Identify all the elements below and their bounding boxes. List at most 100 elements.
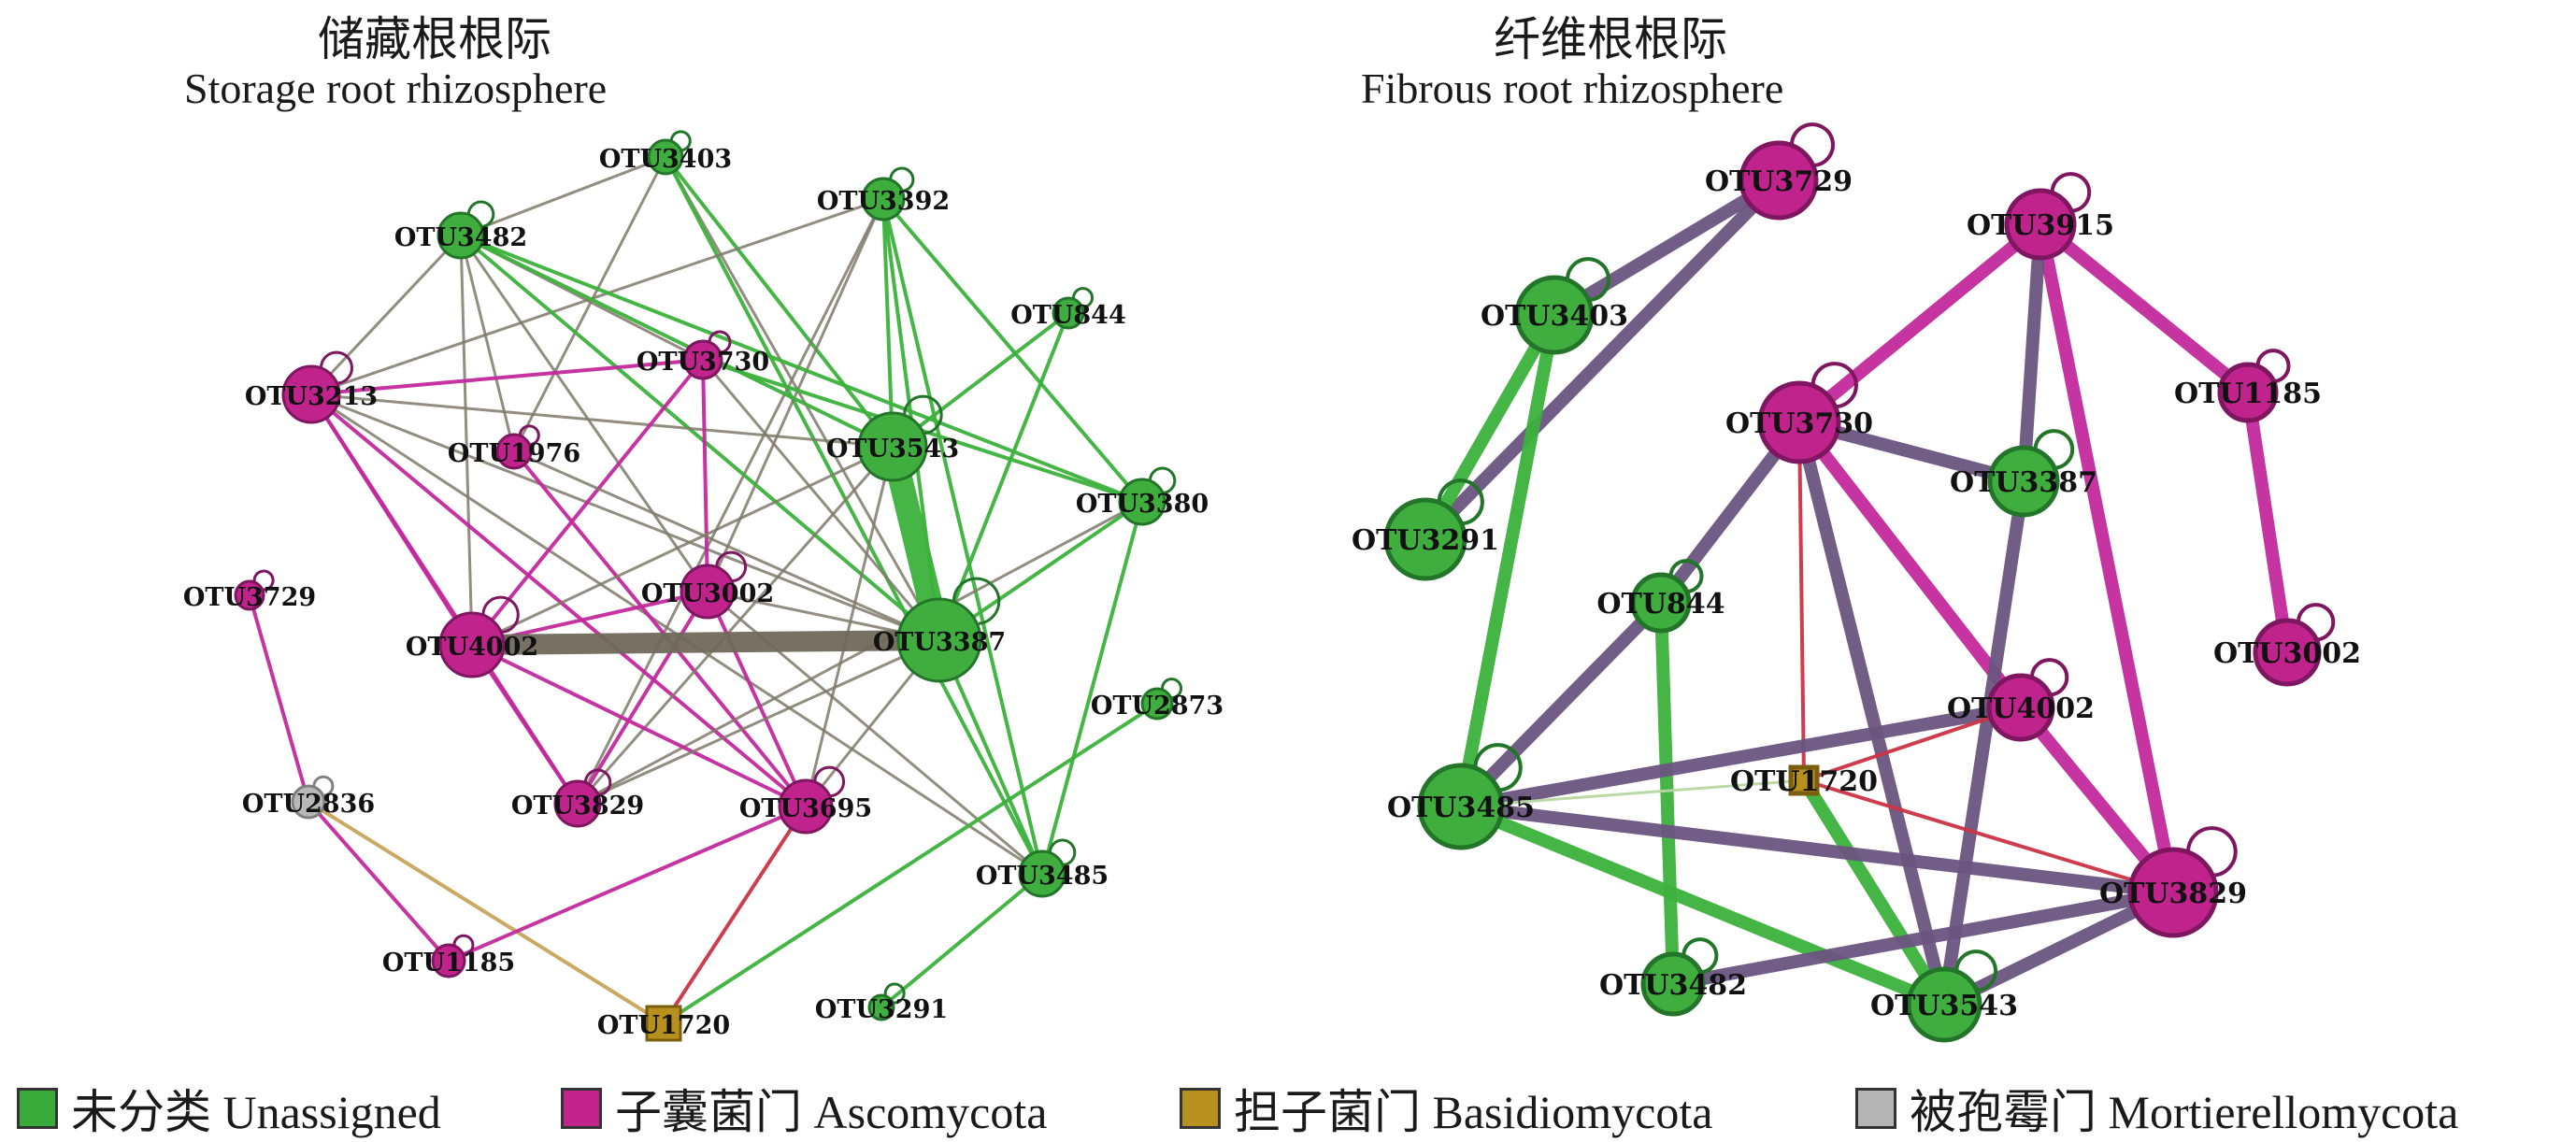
node-label: OTU1976	[448, 439, 580, 468]
edge-otu3730-otu4002	[470, 358, 705, 647]
edge-otu3730-otu4002	[1793, 416, 2027, 714]
node-otu2873: OTU2873	[1091, 678, 1224, 721]
node-label: OTU3002	[641, 579, 774, 608]
edge-otu3915-otu1185	[2034, 218, 2254, 399]
node-shape	[867, 993, 895, 1021]
self-loop	[1954, 949, 1998, 992]
node-label: OTU3695	[739, 794, 872, 823]
node-shape	[1630, 572, 1692, 634]
edge-otu4002-otu3387	[462, 630, 950, 655]
node-otu3387: OTU3387	[873, 577, 1006, 683]
node-label: OTU1720	[597, 1011, 730, 1040]
edge-otu1976-otu3695	[512, 450, 808, 808]
edge-otu3729-otu3403	[1548, 174, 1785, 321]
node-otu3729: OTU3729	[183, 569, 316, 612]
node-shape	[647, 138, 684, 176]
edge-otu2873-otu1720	[662, 702, 1159, 1025]
node-otu844: OTU844	[1010, 287, 1126, 330]
node-shape	[861, 177, 906, 221]
node-shape	[1986, 673, 2055, 742]
node-otu3380: OTU3380	[1076, 466, 1209, 526]
node-label: OTU3403	[599, 145, 732, 174]
node-shape	[2004, 188, 2077, 261]
edge-otu1976-otu3387	[512, 450, 941, 642]
node-shape	[1140, 687, 1174, 721]
edge-otu3485-otu3543	[1454, 800, 1951, 1011]
right-title-cn: 纤维根根际	[1494, 12, 1727, 66]
self-loop	[312, 775, 335, 797]
left-title-en: Storage root rhizosphere	[184, 64, 608, 112]
node-shape	[1018, 849, 1066, 898]
edge-otu3403-otu3543	[664, 155, 894, 449]
node-shape	[1906, 966, 1982, 1043]
self-loop	[518, 424, 540, 447]
node-label: OTU3543	[1870, 990, 2018, 1022]
edge-otu3213-otu3387	[309, 393, 941, 642]
node-label: OTU3485	[1387, 792, 1535, 824]
edge-otu3485-otu3291	[880, 872, 1044, 1009]
node-label: OTU3829	[511, 792, 644, 821]
node-otu2836: OTU2836	[242, 775, 375, 820]
edge-otu3403-otu3482	[459, 155, 667, 237]
edge-otu844-otu3543	[891, 311, 1070, 449]
node-label: OTU3392	[817, 187, 950, 216]
edge-otu3730-otu3387	[701, 358, 941, 642]
node-otu3730: OTU3730	[1725, 362, 1873, 464]
edge-otu1720-otu3543	[1797, 774, 1951, 1011]
node-otu3482: OTU3482	[1599, 937, 1747, 1017]
edge-otu3392-otu3380	[881, 197, 1144, 504]
self-loop	[883, 982, 906, 1005]
node-shape	[495, 433, 533, 470]
edge-otu4002-otu3695	[470, 643, 808, 808]
node-otu4002: OTU4002	[406, 595, 538, 678]
node-shape	[896, 597, 982, 683]
self-loop	[2050, 172, 2092, 213]
node-otu3403: OTU3403	[1481, 257, 1628, 355]
node-otu1720: OTU1720	[597, 1005, 730, 1042]
node-shape	[431, 943, 466, 978]
edge-otu1720-otu3485	[1459, 778, 1806, 808]
self-loop	[1161, 678, 1183, 700]
node-label: OTU1185	[382, 949, 515, 978]
node-otu3543: OTU3543	[1870, 949, 2018, 1043]
edge-otu1185-otu3002	[2241, 386, 2294, 659]
edge-otu3002-otu3695	[706, 590, 808, 808]
legend-label-unassigned: 未分类 Unassigned	[71, 1086, 441, 1138]
node-shape	[680, 564, 736, 620]
edge-otu3729-otu3291	[1419, 174, 1785, 546]
edge-otu3730-otu3543	[1793, 416, 1951, 1011]
left-network-nodes: OTU3403OTU3392OTU3482OTU844OTU3213OTU373…	[183, 130, 1224, 1042]
node-otu1185: OTU1185	[382, 934, 515, 978]
edge-otu3915-otu3829	[2034, 218, 2180, 899]
self-loop	[2296, 603, 2336, 642]
edge-otu3213-otu3543	[309, 393, 894, 449]
self-loop	[583, 768, 612, 796]
node-shape	[2127, 847, 2219, 938]
edge-otu3380-otu3485	[1040, 500, 1144, 876]
edge-otu3915-otu3387	[2017, 218, 2047, 488]
node-otu3485: OTU3485	[976, 838, 1109, 898]
node-shape	[1052, 296, 1085, 330]
edge-otu3482-otu3213	[309, 234, 463, 396]
node-label: OTU2873	[1091, 692, 1224, 721]
node-otu3915: OTU3915	[1967, 172, 2114, 261]
node-label: OTU844	[1010, 301, 1126, 330]
edge-otu4002-otu1720	[1802, 706, 2023, 782]
self-loop	[2033, 429, 2075, 470]
edge-otu3695-otu1720	[662, 805, 808, 1025]
node-otu3392: OTU3392	[817, 166, 950, 221]
self-loop	[466, 200, 495, 228]
node-shape	[438, 611, 506, 678]
node-otu3730: OTU3730	[637, 330, 769, 380]
node-otu844: OTU844	[1596, 559, 1725, 634]
node-otu3543: OTU3543	[826, 394, 959, 482]
node-label: OTU3485	[976, 862, 1109, 891]
node-label: OTU3729	[1705, 165, 1853, 198]
node-label: OTU3730	[1725, 407, 1873, 440]
node-shape	[1514, 275, 1595, 355]
edge-otu844-otu3485	[1454, 596, 1667, 813]
edge-otu3392-otu3213	[309, 197, 885, 396]
node-otu1720: OTU1720	[1730, 764, 1878, 798]
node-otu3387: OTU3387	[1950, 429, 2097, 518]
node-otu1185: OTU1185	[2174, 349, 2322, 423]
